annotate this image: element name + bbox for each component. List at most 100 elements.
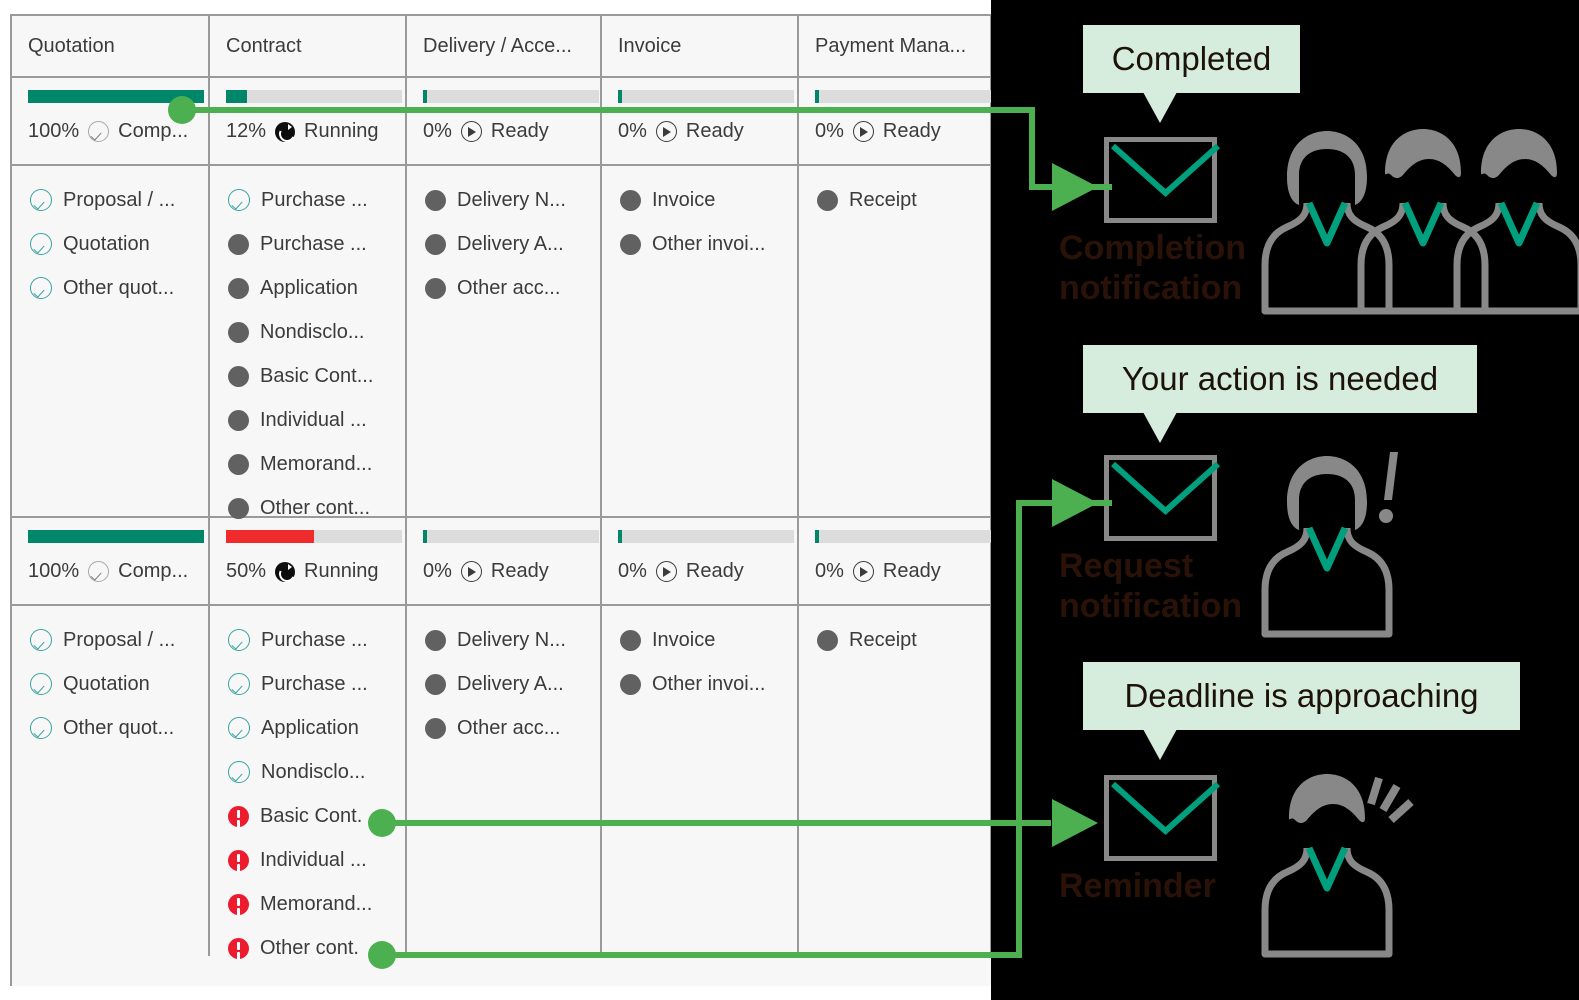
task-item[interactable]: Purchase ...: [228, 222, 405, 266]
status-cell-delivery: 0% Ready: [407, 78, 602, 164]
task-item[interactable]: Delivery A...: [425, 662, 600, 706]
task-item[interactable]: Nondisclo...: [228, 750, 405, 794]
status-line: 100% Comp...: [28, 120, 208, 143]
task-label: Quotation: [63, 672, 150, 695]
check-circle-icon: [30, 717, 52, 739]
status-cell-invoice: 0% Ready: [602, 78, 799, 164]
ready-icon: [852, 561, 874, 582]
column-header-invoice[interactable]: Invoice: [602, 16, 799, 76]
status-label: Ready: [490, 560, 549, 582]
task-label: Proposal / ...: [63, 628, 176, 651]
task-item[interactable]: Basic Cont.: [228, 794, 405, 838]
alert-circle-icon: [228, 937, 249, 959]
check-circle-icon: [88, 561, 110, 582]
pending-dot-icon: [620, 233, 641, 255]
task-item[interactable]: Purchase ...: [228, 178, 405, 222]
status-label: Comp...: [118, 120, 189, 142]
task-item[interactable]: Invoice: [620, 618, 797, 662]
progress-bar-track: [226, 90, 402, 103]
progress-percent: 50%: [226, 560, 267, 582]
task-item[interactable]: Delivery N...: [425, 178, 600, 222]
status-line: 0% Ready: [815, 560, 990, 583]
status-row-2: 100% Comp... 50% Running 0% Ready: [12, 518, 992, 606]
task-item[interactable]: Basic Cont...: [228, 354, 405, 398]
status-line: 0% Ready: [815, 120, 990, 143]
callout-tail-icon: [1143, 412, 1177, 443]
task-item[interactable]: Other quot...: [30, 706, 208, 750]
task-item[interactable]: Quotation: [30, 662, 208, 706]
task-label: Nondisclo...: [261, 760, 366, 783]
column-header-quotation[interactable]: Quotation: [12, 16, 210, 76]
column-header-payment[interactable]: Payment Mana...: [799, 16, 992, 76]
notification-panel: Completed Completion notification: [991, 0, 1579, 1000]
task-item[interactable]: Memorand...: [228, 882, 405, 926]
task-item[interactable]: Other cont.: [228, 926, 405, 970]
person-alert-icon: [1261, 452, 1398, 638]
check-circle-icon: [228, 717, 250, 739]
column-header-contract[interactable]: Contract: [210, 16, 407, 76]
task-label: Nondisclo...: [260, 320, 365, 343]
task-label: Delivery N...: [457, 628, 566, 651]
task-item[interactable]: Receipt: [817, 178, 990, 222]
task-item[interactable]: Individual ...: [228, 398, 405, 442]
notification-label-reminder: Reminder: [1059, 867, 1216, 905]
task-label: Individual ...: [260, 408, 367, 431]
task-item[interactable]: Invoice: [620, 178, 797, 222]
status-label: Ready: [882, 120, 941, 142]
progress-bar-track: [815, 90, 991, 103]
task-item[interactable]: Other acc...: [425, 706, 600, 750]
task-item[interactable]: Application: [228, 706, 405, 750]
task-item[interactable]: Other cont...: [228, 486, 405, 530]
ready-icon: [460, 561, 482, 582]
task-item[interactable]: Other invoi...: [620, 662, 797, 706]
progress-bar-fill: [618, 530, 622, 543]
pending-dot-icon: [228, 409, 249, 431]
task-item[interactable]: Nondisclo...: [228, 310, 405, 354]
task-item[interactable]: Other invoi...: [620, 222, 797, 266]
ready-icon: [655, 121, 677, 142]
task-label: Other acc...: [457, 716, 561, 739]
progress-percent: 0%: [815, 120, 844, 142]
callout-deadline: Deadline is approaching: [1083, 662, 1520, 760]
column-header-delivery[interactable]: Delivery / Acce...: [407, 16, 602, 76]
task-label: Other acc...: [457, 276, 561, 299]
check-circle-icon: [88, 121, 110, 142]
task-label: Other cont...: [260, 496, 371, 519]
task-item[interactable]: Purchase ...: [228, 618, 405, 662]
status-line: 50% Running: [226, 560, 405, 583]
task-item[interactable]: Proposal / ...: [30, 178, 208, 222]
progress-bar-fill: [28, 90, 204, 103]
envelope-icon: [1104, 775, 1221, 861]
progress-percent: 100%: [28, 120, 80, 142]
running-icon: [275, 561, 296, 582]
alert-circle-icon: [228, 805, 249, 827]
task-item[interactable]: Proposal / ...: [30, 618, 208, 662]
check-circle-icon: [30, 629, 52, 651]
progress-bar-fill: [618, 90, 622, 103]
task-label: Basic Cont.: [260, 804, 363, 827]
task-label: Purchase ...: [261, 672, 368, 695]
task-item[interactable]: Delivery A...: [425, 222, 600, 266]
progress-bar-fill: [815, 530, 819, 543]
task-label: Other quot...: [63, 276, 175, 299]
task-label: Individual ...: [260, 848, 367, 871]
task-item[interactable]: Quotation: [30, 222, 208, 266]
people-group-icon: [1261, 129, 1579, 315]
task-item[interactable]: Purchase ...: [228, 662, 405, 706]
callout-text: Completed: [1111, 40, 1272, 77]
task-label: Other invoi...: [652, 232, 766, 255]
task-item[interactable]: Individual ...: [228, 838, 405, 882]
task-item[interactable]: Delivery N...: [425, 618, 600, 662]
task-item[interactable]: Memorand...: [228, 442, 405, 486]
running-icon: [275, 121, 296, 142]
ready-icon: [655, 561, 677, 582]
task-item[interactable]: Other quot...: [30, 266, 208, 310]
task-item[interactable]: Other acc...: [425, 266, 600, 310]
task-item[interactable]: Receipt: [817, 618, 990, 662]
task-item[interactable]: Application: [228, 266, 405, 310]
status-row-1: 100% Comp... 12% Running 0% Ready: [12, 78, 992, 166]
pending-dot-icon: [620, 189, 641, 211]
check-circle-icon: [228, 629, 250, 651]
